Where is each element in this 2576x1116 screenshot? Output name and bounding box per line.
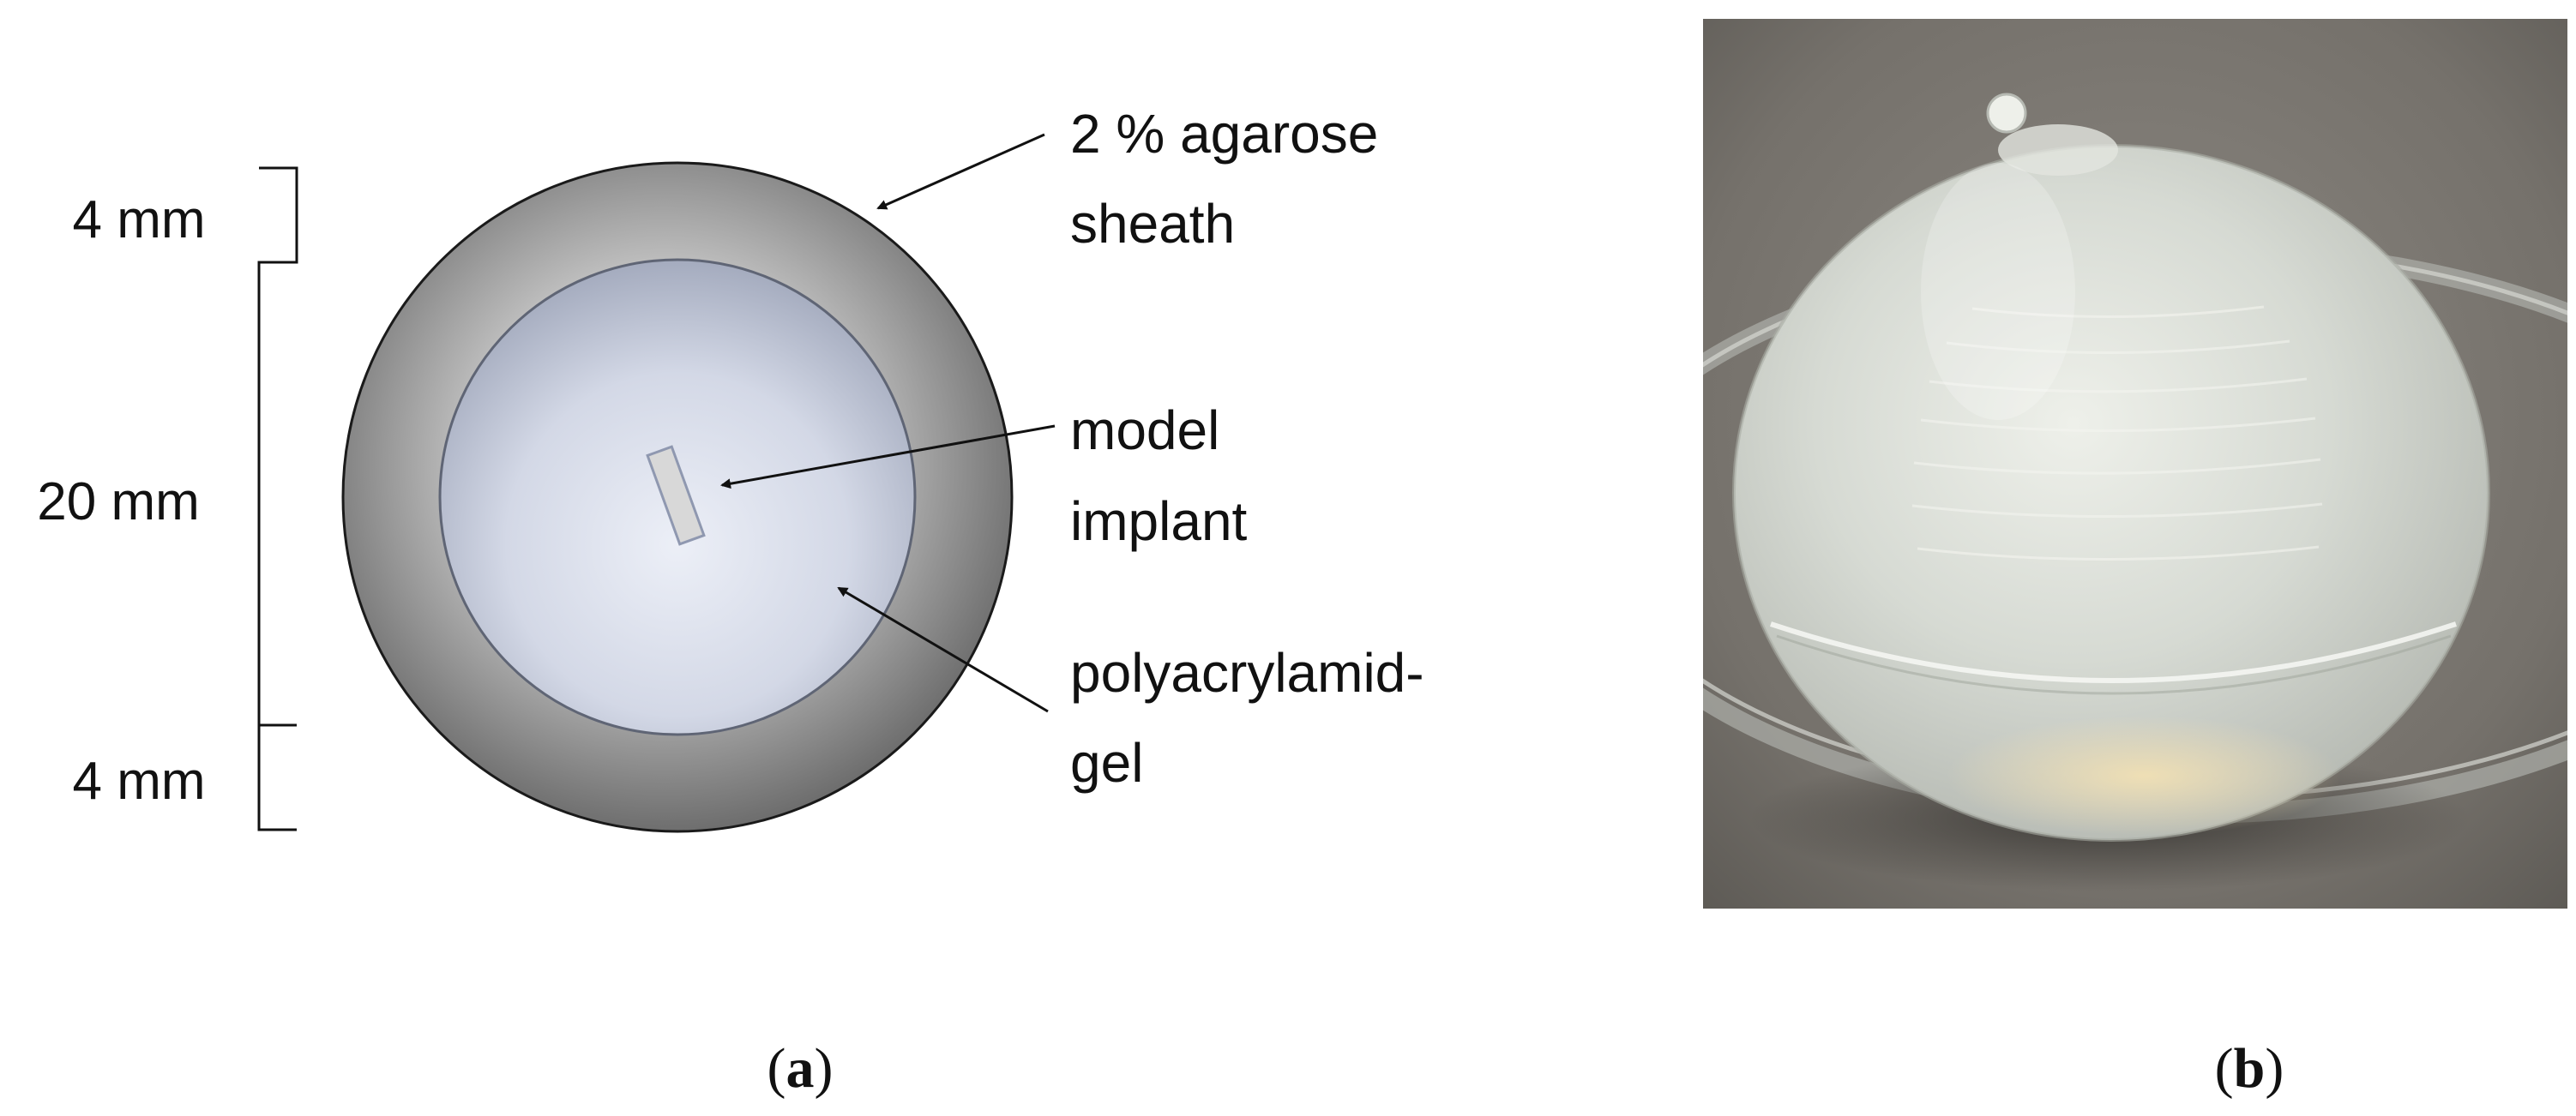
label-agarose-line1: 2 % agarose — [1070, 103, 1378, 165]
label-gel-line1: polyacrylamid- — [1070, 642, 1424, 704]
dimension-label-top: 4 mm — [73, 190, 206, 249]
sphere-highlight — [1921, 163, 2075, 420]
sphere-top-bubble — [1986, 93, 2027, 134]
label-gel-line2: gel — [1070, 732, 1143, 794]
caption-panel-b: (b) — [2215, 1037, 2284, 1100]
caption-panel-a: (a) — [767, 1037, 834, 1100]
label-agarose-line2: sheath — [1070, 193, 1235, 255]
panel-b-photo — [1703, 19, 2567, 909]
label-implant-line2: implant — [1070, 490, 1248, 552]
dimension-label-middle: 20 mm — [37, 472, 199, 531]
leader-arrow-implant — [720, 424, 1056, 489]
dimension-bracket-bottom — [257, 723, 297, 831]
panel-a-diagram: 4 mm 20 mm 4 mm 2 % agarose sheath model… — [37, 103, 1424, 833]
sphere-top-nub — [1998, 124, 2118, 176]
gel-sphere-photo — [1732, 93, 2490, 842]
sphere-seam — [1770, 621, 2457, 683]
dimension-label-bottom: 4 mm — [73, 752, 206, 811]
label-implant-line1: model — [1070, 399, 1219, 461]
sphere-glow — [1947, 716, 2341, 836]
print-layer-lines — [1911, 305, 2323, 561]
model-implant-shape — [646, 445, 706, 546]
dimension-bracket-top — [259, 166, 298, 264]
leader-arrow-gel — [837, 586, 1049, 713]
dimension-bracket-middle — [257, 261, 297, 727]
leader-arrow-agarose — [876, 133, 1045, 210]
